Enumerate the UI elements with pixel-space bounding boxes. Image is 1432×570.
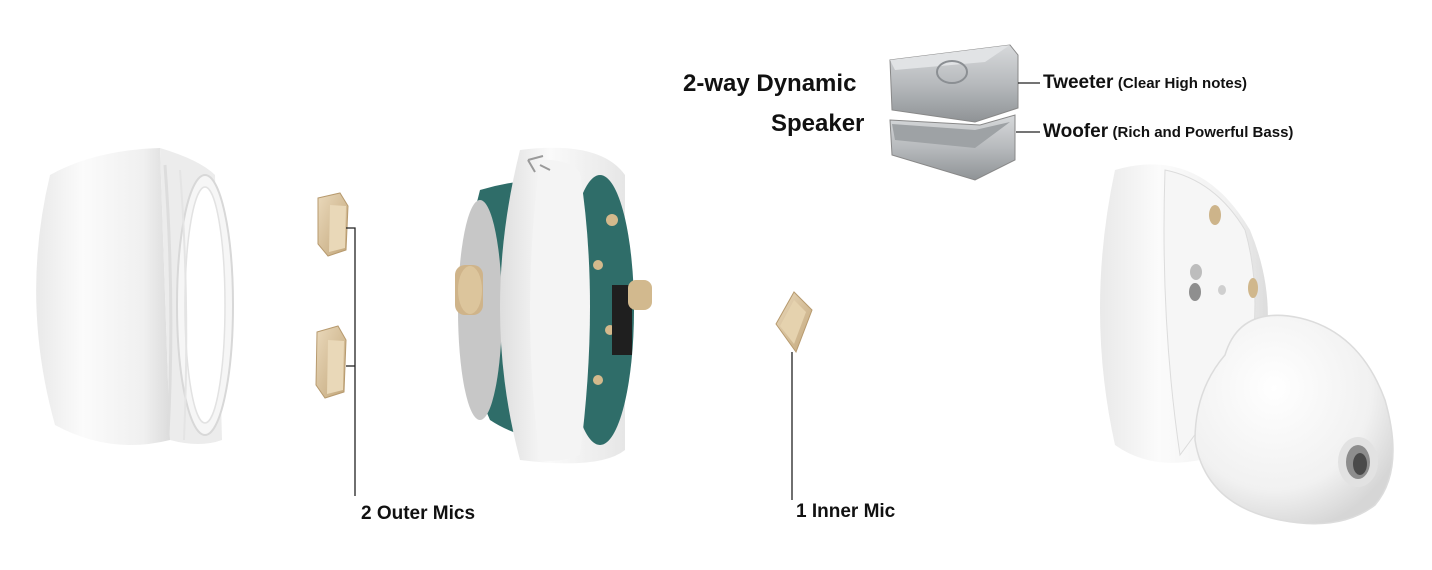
outer-mics-leader-lines [346, 227, 356, 496]
outer-mics-label: 2 Outer Mics [361, 503, 476, 524]
tweeter-description: (Clear High notes) [1117, 75, 1248, 92]
inner-mic [775, 291, 813, 354]
inner-mic-label: 1 Inner Mic [796, 501, 896, 522]
tweeter-name: Tweeter [1043, 72, 1114, 93]
speaker-title-line2: Speaker [771, 110, 865, 137]
outer-mic-top [317, 192, 349, 257]
woofer-label: Woofer (Rich and Powerful Bass) [1043, 121, 1293, 143]
outer-mic-bottom [315, 325, 347, 399]
dynamic-speaker [889, 44, 1019, 181]
tweeter-label: Tweeter (Clear High notes) [1043, 72, 1247, 94]
woofer-description: (Rich and Powerful Bass) [1112, 124, 1294, 141]
pcb-module [455, 147, 652, 464]
assembled-earbud [1100, 164, 1394, 525]
speaker-leader-lines [1016, 82, 1040, 133]
outer-shell [36, 148, 234, 445]
woofer-name: Woofer [1043, 121, 1109, 142]
speaker-title-line1: 2-way Dynamic [683, 70, 857, 97]
